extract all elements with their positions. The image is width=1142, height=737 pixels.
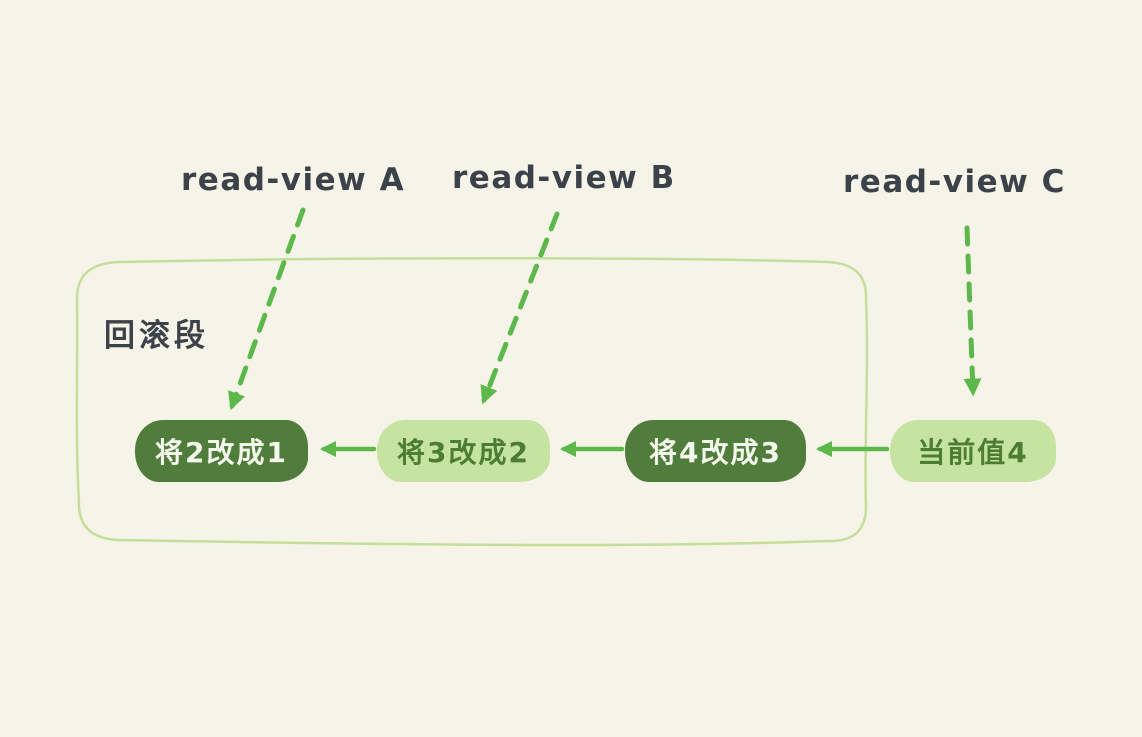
rollback-segment-box bbox=[75, 256, 869, 547]
read-view-b-label: read-view B bbox=[452, 160, 676, 196]
rollback-segment-label: 回滚段 bbox=[104, 318, 209, 354]
read-view-c-label: read-view C bbox=[843, 164, 1066, 200]
read-view-a-arrow bbox=[228, 207, 306, 411]
undo-node-change-4-to-3: 将4改成3 bbox=[625, 420, 806, 482]
read-view-b-arrow bbox=[480, 211, 560, 405]
read-view-a-label: read-view A bbox=[181, 162, 406, 198]
current-value-node: 当前值4 bbox=[890, 420, 1056, 482]
undo-node-change-2-to-1: 将2改成1 bbox=[135, 420, 308, 482]
undo-node-change-3-to-2: 将3改成2 bbox=[377, 420, 550, 482]
read-view-c-arrow bbox=[963, 225, 982, 397]
